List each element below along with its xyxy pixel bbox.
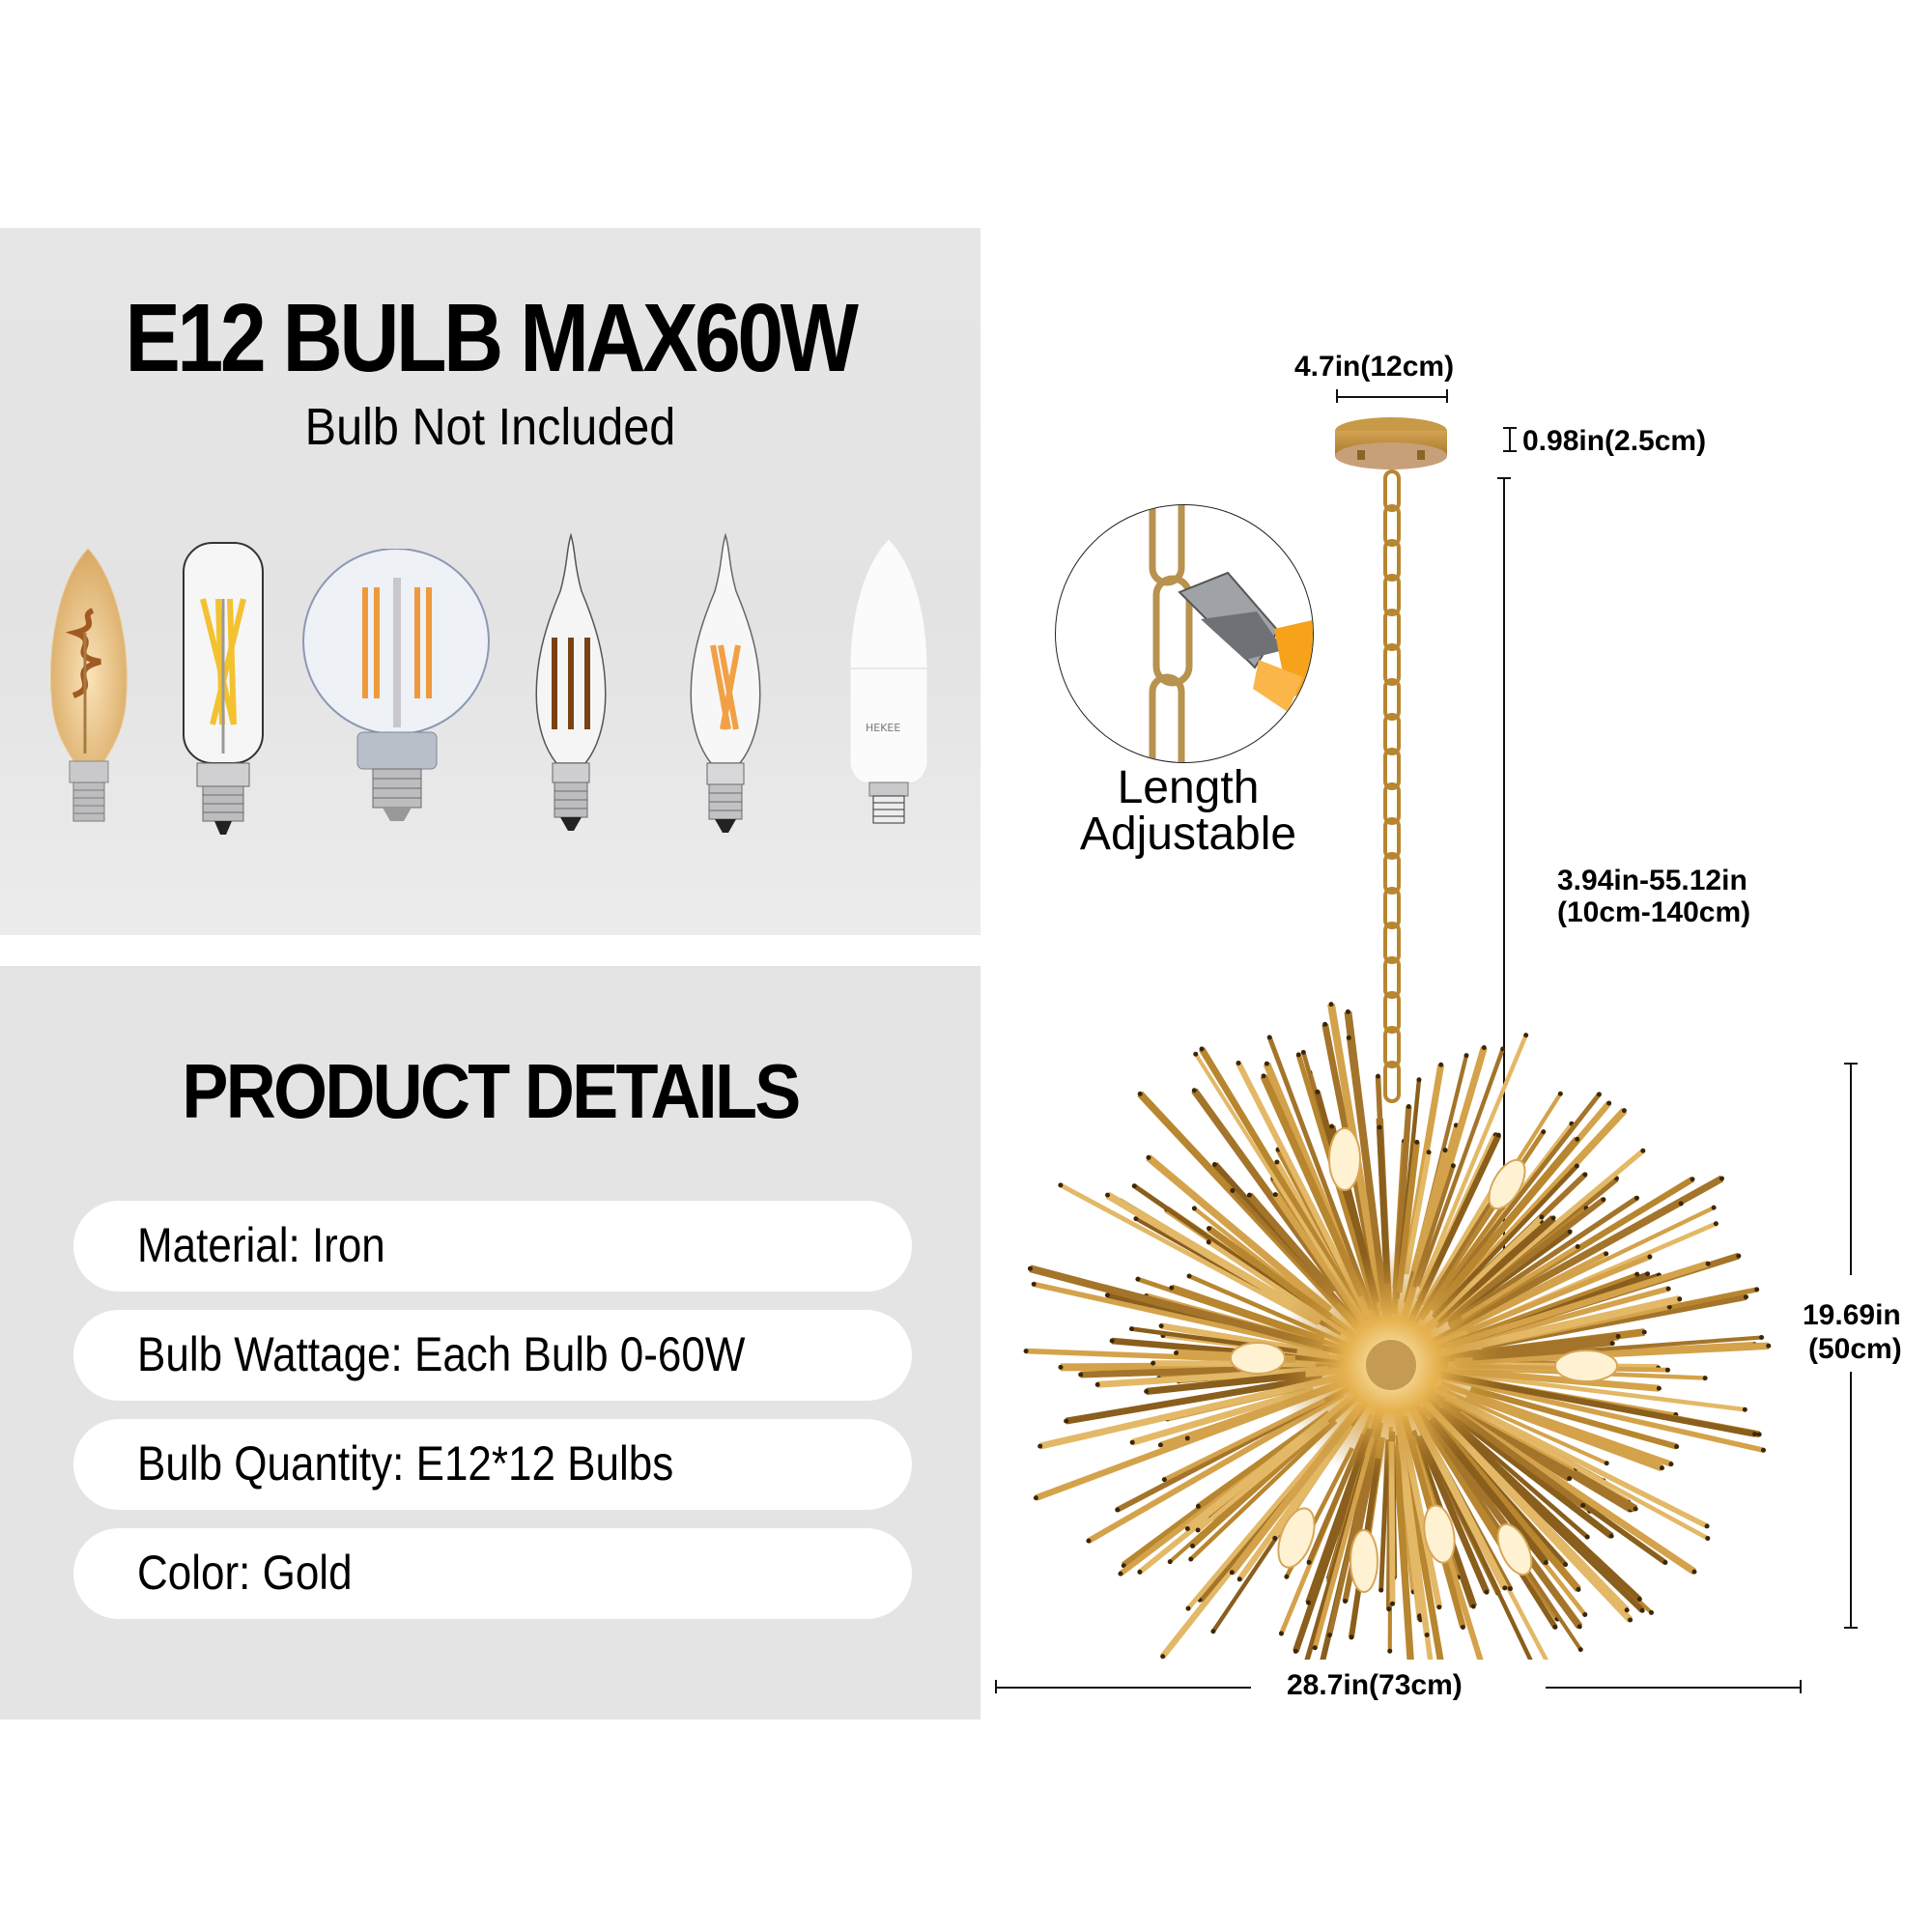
canopy-icon xyxy=(1335,417,1447,469)
detail-bulb-wattage-text: Bulb Wattage: Each Bulb 0-60W xyxy=(137,1327,746,1381)
chain-length-line xyxy=(1503,477,1505,1262)
chain-icon xyxy=(1383,469,1401,1103)
detail-bulb-wattage: Bulb Wattage: Each Bulb 0-60W xyxy=(73,1310,912,1401)
fixture-height-label-in: 19.69in xyxy=(1803,1299,1901,1331)
product-details-title: PRODUCT DETAILS xyxy=(182,1048,801,1134)
bulb-subheadline: Bulb Not Included xyxy=(304,398,676,456)
canopy-height-tick-bottom xyxy=(1503,450,1517,452)
canopy-width-tick-right xyxy=(1446,389,1448,403)
fixture-height-line-upper xyxy=(1850,1063,1852,1275)
length-adjustable-callout xyxy=(1055,504,1314,763)
candle-bulbs-icon xyxy=(1230,1127,1618,1593)
callout-line-2: Adjustable xyxy=(1079,809,1297,860)
fixture-height-line-lower xyxy=(1850,1372,1852,1628)
chain-length-tick-top xyxy=(1497,477,1511,479)
detail-bulb-quantity: Bulb Quantity: E12*12 Bulbs xyxy=(73,1419,912,1510)
flame-tip-warm-bulb-icon xyxy=(690,532,761,833)
fixture-height-tick-top xyxy=(1844,1063,1858,1065)
detail-material: Material: Iron xyxy=(73,1201,912,1292)
tubular-bulb-icon xyxy=(183,542,264,835)
canopy-width-label: 4.7in(12cm) xyxy=(1294,351,1455,383)
fixture-width-tick-left xyxy=(995,1680,997,1693)
detail-color: Color: Gold xyxy=(73,1528,912,1619)
canopy-width-line xyxy=(1337,396,1448,398)
detail-material-text: Material: Iron xyxy=(137,1218,385,1272)
detail-color-text: Color: Gold xyxy=(137,1546,353,1600)
canopy-width-tick-left xyxy=(1336,389,1338,403)
bulb-brand-mark: HEKEE xyxy=(866,722,900,734)
frosted-led-bulb-icon: HEKEE xyxy=(849,538,928,824)
bulb-headline: E12 BULB MAX60W xyxy=(125,284,859,392)
flame-tip-bulb-icon xyxy=(535,532,607,831)
fixture-width-line-left xyxy=(995,1687,1251,1689)
chandelier-illustration xyxy=(1023,417,1772,1660)
amber-spiral-bulb-icon xyxy=(50,548,128,822)
fixture-width-tick-right xyxy=(1800,1680,1802,1693)
length-adjustable-label: Length Adjustable xyxy=(1043,765,1333,858)
fixture-height-label-cm: (50cm) xyxy=(1808,1333,1902,1365)
canopy-height-label: 0.98in(2.5cm) xyxy=(1522,425,1707,457)
bulb-examples: HEKEE xyxy=(0,522,980,927)
bulb-compatibility-panel xyxy=(0,228,980,935)
chain-length-label-cm: (10cm-140cm) xyxy=(1557,896,1751,928)
detail-bulb-quantity-text: Bulb Quantity: E12*12 Bulbs xyxy=(137,1436,674,1491)
chain-length-label-in: 3.94in-55.12in xyxy=(1557,865,1747,896)
globe-bulb-icon xyxy=(302,549,490,821)
canopy-height-tick-top xyxy=(1503,427,1517,429)
canopy-height-line xyxy=(1509,427,1511,452)
callout-line-1: Length xyxy=(1117,762,1260,813)
fixture-height-tick-bottom xyxy=(1844,1627,1858,1629)
chain-plier-icon xyxy=(1149,505,1313,762)
fixture-width-label: 28.7in(73cm) xyxy=(1287,1669,1463,1701)
fixture-width-line-right xyxy=(1546,1687,1802,1689)
